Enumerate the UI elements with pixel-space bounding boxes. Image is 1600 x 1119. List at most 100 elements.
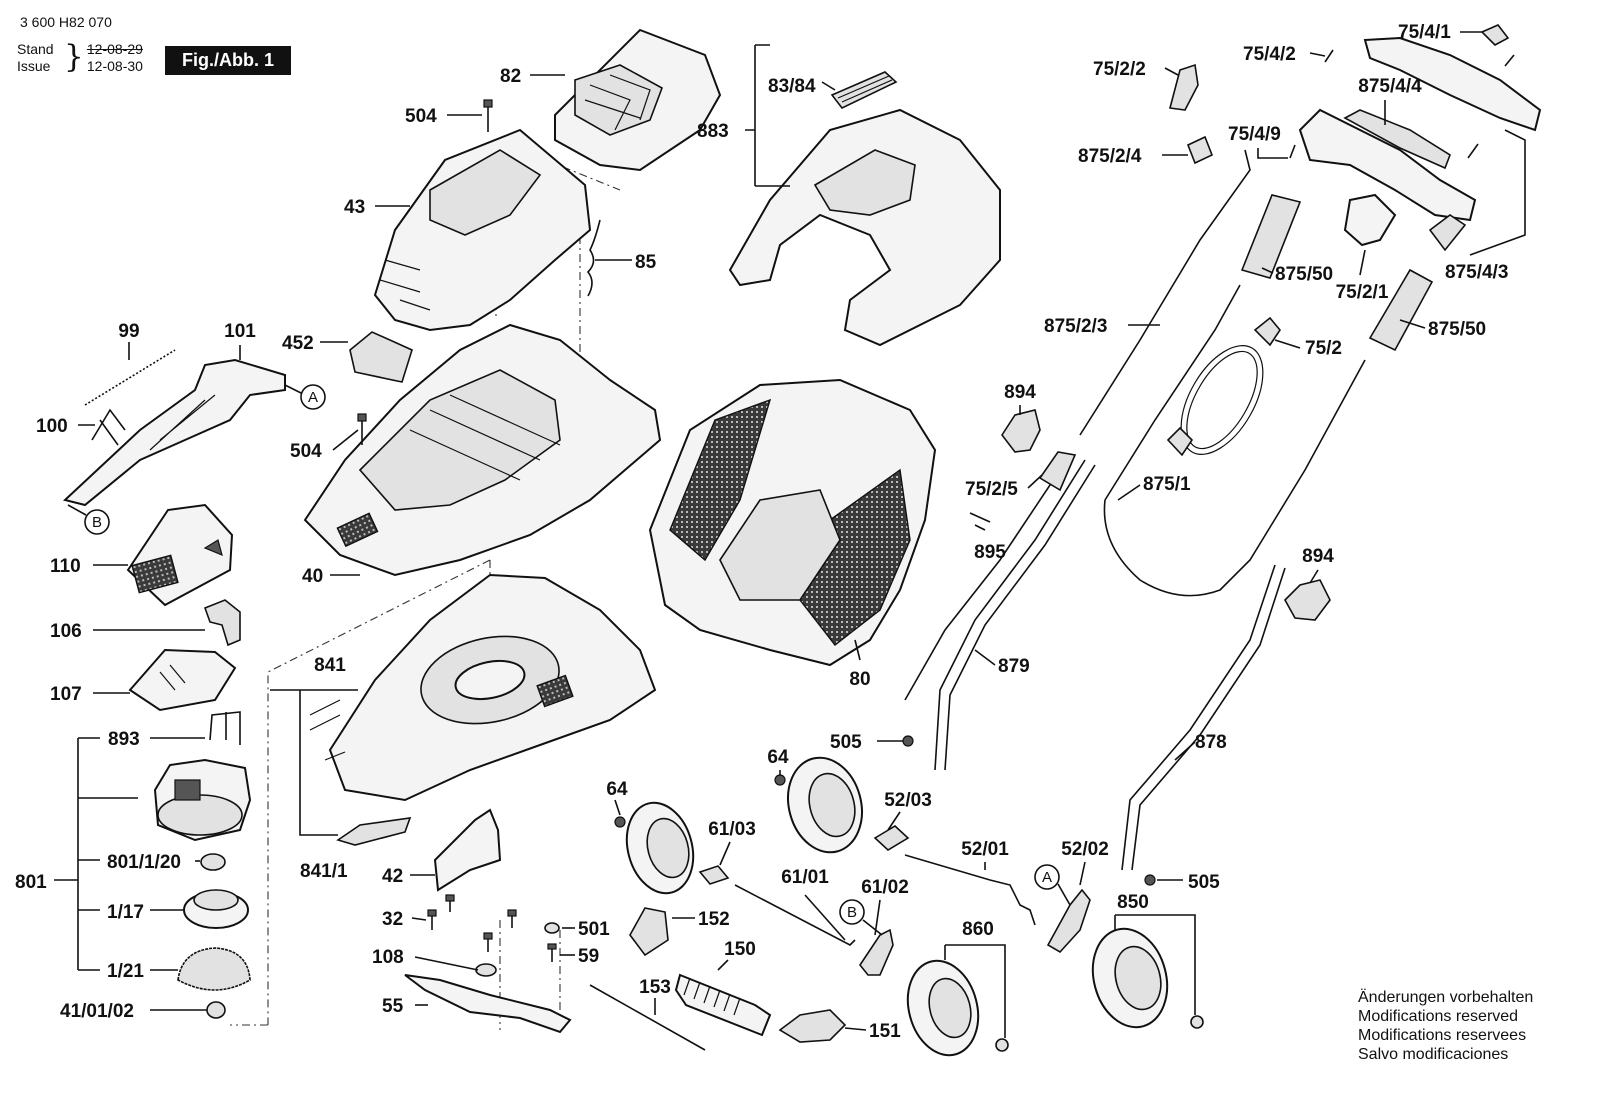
modifications-note: Änderungen vorbehalten Modifications res… — [1358, 988, 1533, 1064]
label-878: 878 — [1195, 732, 1227, 753]
part-sleeve-b — [1368, 268, 1434, 352]
part-handle-lower — [904, 459, 1286, 871]
label-64: 64 — [606, 779, 628, 800]
part-wheel-rear-right — [774, 756, 910, 854]
label-52-02: 52/02 — [1061, 839, 1109, 860]
label-875-2-4: 875/2/4 — [1078, 146, 1142, 167]
part-41-01-02 — [206, 1001, 226, 1019]
label-83-84: 83/84 — [768, 76, 816, 97]
part-screw-505 — [902, 735, 1156, 886]
part-pulley — [183, 889, 249, 929]
part-axle-52-01 — [904, 854, 1036, 926]
part-roller-assembly — [589, 907, 847, 1051]
part-clip — [1038, 451, 1077, 492]
part-plug — [1186, 135, 1214, 165]
label-64: 64 — [767, 747, 789, 768]
part-axle-61-01 — [734, 884, 856, 946]
part-screw-75-4-9 — [1289, 144, 1296, 159]
label-80: 80 — [849, 669, 870, 690]
label-108: 108 — [372, 947, 404, 968]
stand-date: 12-08-29 — [86, 41, 143, 57]
label-59: 59 — [578, 946, 599, 967]
part-belt — [177, 947, 251, 991]
part-grassbox-lid — [728, 108, 1001, 347]
label-894: 894 — [1302, 546, 1334, 567]
label-153: 153 — [639, 977, 671, 998]
part-handle-upper-left — [1104, 284, 1241, 501]
callout-b-1: B — [84, 509, 110, 535]
callout-b-2-leader — [862, 919, 883, 936]
part-switch-75-2-2 — [1168, 63, 1199, 111]
label-52-01: 52/01 — [961, 839, 1009, 860]
label-875-50: 875/50 — [1428, 319, 1486, 340]
label-841-1: 841/1 — [300, 861, 348, 882]
part-knob-894a — [1001, 409, 1041, 453]
part-handle-top — [1298, 108, 1477, 252]
brace-symbol: } — [64, 39, 84, 75]
callout-a-1: A — [300, 384, 326, 410]
label-151: 151 — [869, 1021, 901, 1042]
label-801: 801 — [15, 872, 47, 893]
part-comb — [336, 817, 412, 846]
label-75-2-2: 75/2/2 — [1093, 59, 1146, 80]
label-895: 895 — [974, 542, 1006, 563]
label-505: 505 — [1188, 872, 1220, 893]
callout-a-2: A — [1034, 864, 1060, 890]
label-75-2-1: 75/2/1 — [1336, 282, 1389, 303]
label-107: 107 — [50, 684, 82, 705]
callout-a-1-leader — [284, 384, 302, 394]
label-40: 40 — [302, 566, 323, 587]
label-82: 82 — [500, 66, 521, 87]
callout-a-2-leader — [1057, 883, 1071, 906]
leader-lines — [54, 31, 1526, 1038]
part-bearing — [200, 853, 226, 871]
part-clip-75-4-1 — [1480, 24, 1510, 46]
label-101: 101 — [224, 321, 256, 342]
note-line: Modifications reserved — [1358, 1008, 1519, 1025]
part-cable — [1166, 316, 1281, 457]
label-1-17: 1/17 — [107, 902, 144, 923]
label-99: 99 — [118, 321, 139, 342]
label-875-4-4: 875/4/4 — [1358, 76, 1422, 97]
part-screw-504 — [357, 99, 493, 445]
label-75-4-9: 75/4/9 — [1228, 124, 1281, 145]
part-strip — [1343, 109, 1451, 170]
label-504: 504 — [290, 441, 322, 462]
label-55: 55 — [382, 996, 404, 1017]
label-1-21: 1/21 — [107, 961, 144, 982]
label-501: 501 — [578, 919, 610, 940]
label-152: 152 — [698, 909, 730, 930]
part-flap — [433, 808, 502, 892]
part-501-59 — [544, 922, 560, 962]
label-32: 32 — [382, 909, 403, 930]
callout-b-label: B — [847, 904, 857, 921]
part-deck — [309, 573, 657, 802]
figure-label: Fig./Abb. 1 — [165, 46, 291, 75]
part-pin-75-4-2 — [1324, 49, 1515, 159]
part-110-cover — [126, 503, 234, 607]
label-61-03: 61/03 — [708, 819, 756, 840]
label-452: 452 — [282, 333, 314, 354]
label-850: 850 — [1117, 892, 1149, 913]
note-line: Modifications reservees — [1358, 1027, 1527, 1044]
part-brand-plate — [349, 331, 413, 383]
part-blade — [404, 974, 572, 1034]
label-505: 505 — [830, 732, 862, 753]
label-504: 504 — [405, 106, 437, 127]
label-75-2-5: 75/2/5 — [965, 479, 1018, 500]
part-upper-housing — [373, 128, 592, 332]
label-106: 106 — [50, 621, 82, 642]
stand-label: Stand — [17, 41, 54, 57]
callout-a-label: A — [1042, 869, 1052, 886]
part-grassbox — [648, 378, 937, 667]
label-110: 110 — [50, 556, 81, 577]
part-grip — [830, 71, 898, 110]
part-battery-cover — [554, 28, 722, 172]
part-knob-894b — [1284, 579, 1331, 621]
label-860: 860 — [962, 919, 994, 940]
part-spring — [586, 219, 601, 297]
stand-row: Stand 12-08-29 — [17, 41, 143, 57]
part-screw-32 — [427, 894, 517, 952]
label-801-1-20: 801/1/20 — [107, 852, 181, 873]
